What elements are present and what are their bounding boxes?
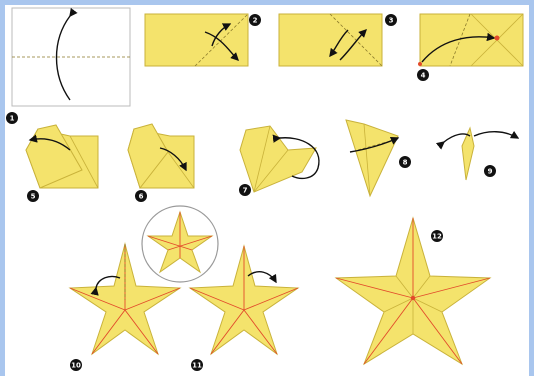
svg-text:2: 2	[253, 17, 258, 25]
step-12-final-star	[336, 218, 490, 364]
step-1-diagram	[12, 8, 130, 106]
step-8-number: 8	[399, 156, 411, 168]
svg-text:5: 5	[31, 193, 36, 201]
step-7-number: 7	[239, 184, 251, 196]
step-12-number: 12	[431, 230, 443, 242]
step-7-diagram	[240, 126, 319, 192]
target-point-marker	[495, 36, 500, 41]
step-4-diagram	[418, 14, 523, 66]
step-8-diagram	[346, 120, 398, 196]
step-11-number: 11	[191, 359, 203, 371]
step-6-diagram	[128, 124, 194, 188]
step-2-number: 2	[249, 14, 261, 26]
step-4-number: 4	[417, 69, 429, 81]
step-2-diagram	[145, 14, 248, 66]
step-9-number: 9	[484, 165, 496, 177]
svg-text:10: 10	[71, 362, 81, 370]
svg-text:3: 3	[389, 17, 394, 25]
step-3-diagram	[279, 14, 382, 66]
step-10-number: 10	[70, 359, 82, 371]
svg-text:1: 1	[10, 115, 15, 123]
svg-text:9: 9	[488, 168, 493, 176]
svg-text:7: 7	[243, 187, 248, 195]
step-5-diagram	[26, 125, 98, 188]
step-6-number: 6	[135, 190, 147, 202]
step-3-number: 3	[385, 14, 397, 26]
inset-detail-circle	[142, 206, 218, 282]
step-9-diagram	[444, 128, 518, 180]
svg-text:8: 8	[403, 159, 408, 167]
svg-text:12: 12	[432, 233, 442, 241]
fold-arrow	[474, 132, 518, 138]
step-1-number: 1	[6, 112, 18, 124]
svg-text:11: 11	[192, 362, 202, 370]
svg-text:4: 4	[421, 72, 426, 80]
svg-text:6: 6	[139, 193, 144, 201]
step-5-number: 5	[27, 190, 39, 202]
origin-point-marker	[418, 62, 422, 66]
